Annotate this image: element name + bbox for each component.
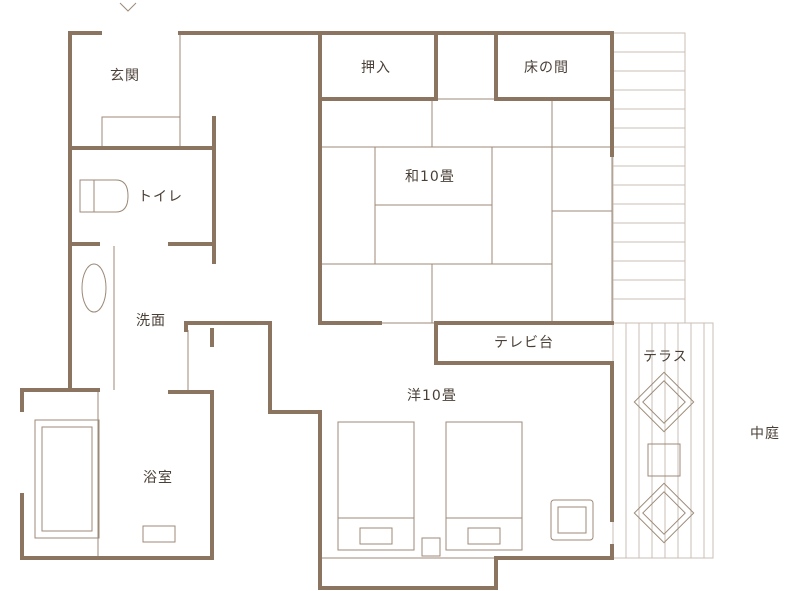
label-genkan: 玄関 xyxy=(110,67,140,84)
bath-stool xyxy=(142,525,176,543)
terrace-deck-lower xyxy=(612,322,714,559)
nightstand xyxy=(421,537,441,557)
washbasin-icon xyxy=(81,263,107,313)
terrace-chair-bottom xyxy=(633,482,695,544)
label-oshiire: 押入 xyxy=(361,60,391,76)
label-washitsu: 和10畳 xyxy=(405,169,455,185)
terrace-chair-top xyxy=(633,371,695,433)
label-tokonoma: 床の間 xyxy=(524,60,569,76)
toilet-fixture-icon xyxy=(79,179,129,213)
label-tv-stand: テレビ台 xyxy=(494,335,554,351)
entrance-arrow-icon xyxy=(119,2,137,12)
label-courtyard: 中庭 xyxy=(750,425,780,442)
bed-right xyxy=(445,421,523,551)
terrace-table xyxy=(647,443,681,477)
bathtub-icon xyxy=(34,419,100,539)
armchair-icon xyxy=(550,499,594,541)
label-senmen: 洗面 xyxy=(136,313,166,329)
label-yokushitsu: 浴室 xyxy=(143,469,173,486)
bed-left xyxy=(337,421,415,551)
genkan-step xyxy=(101,116,181,148)
label-terrace: テラス xyxy=(643,349,688,365)
walls xyxy=(20,31,614,590)
label-youshitsu: 洋10畳 xyxy=(407,388,457,404)
label-toilet: トイレ xyxy=(138,189,183,205)
terrace-deck-upper xyxy=(612,32,686,324)
tatami-mats xyxy=(319,98,613,324)
